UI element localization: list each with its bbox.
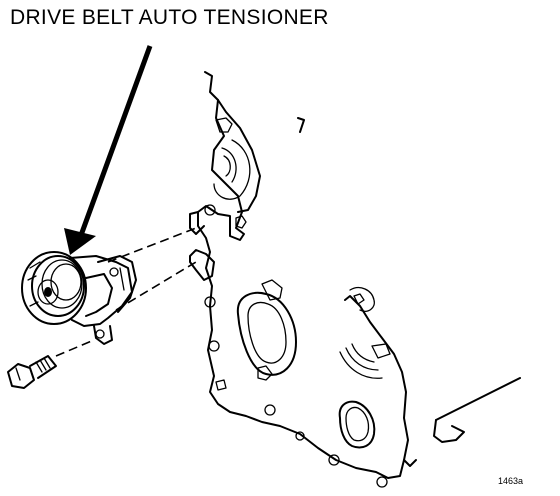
tensioner-pulley [21, 251, 87, 325]
engine-front-cover [189, 71, 409, 479]
mounting-bolt [7, 355, 57, 389]
tensioner-body [69, 255, 137, 345]
callout-label: DRIVE BELT AUTO TENSIONER [10, 6, 329, 29]
figure-number: 1463a [498, 476, 524, 486]
alignment-lines [55, 227, 197, 357]
cover-right-lobe [338, 286, 391, 449]
engine-block-edge [403, 377, 521, 467]
cover-bolt-bosses [204, 204, 388, 488]
cover-oval-opening [236, 279, 297, 381]
callout-arrow [64, 45, 153, 255]
